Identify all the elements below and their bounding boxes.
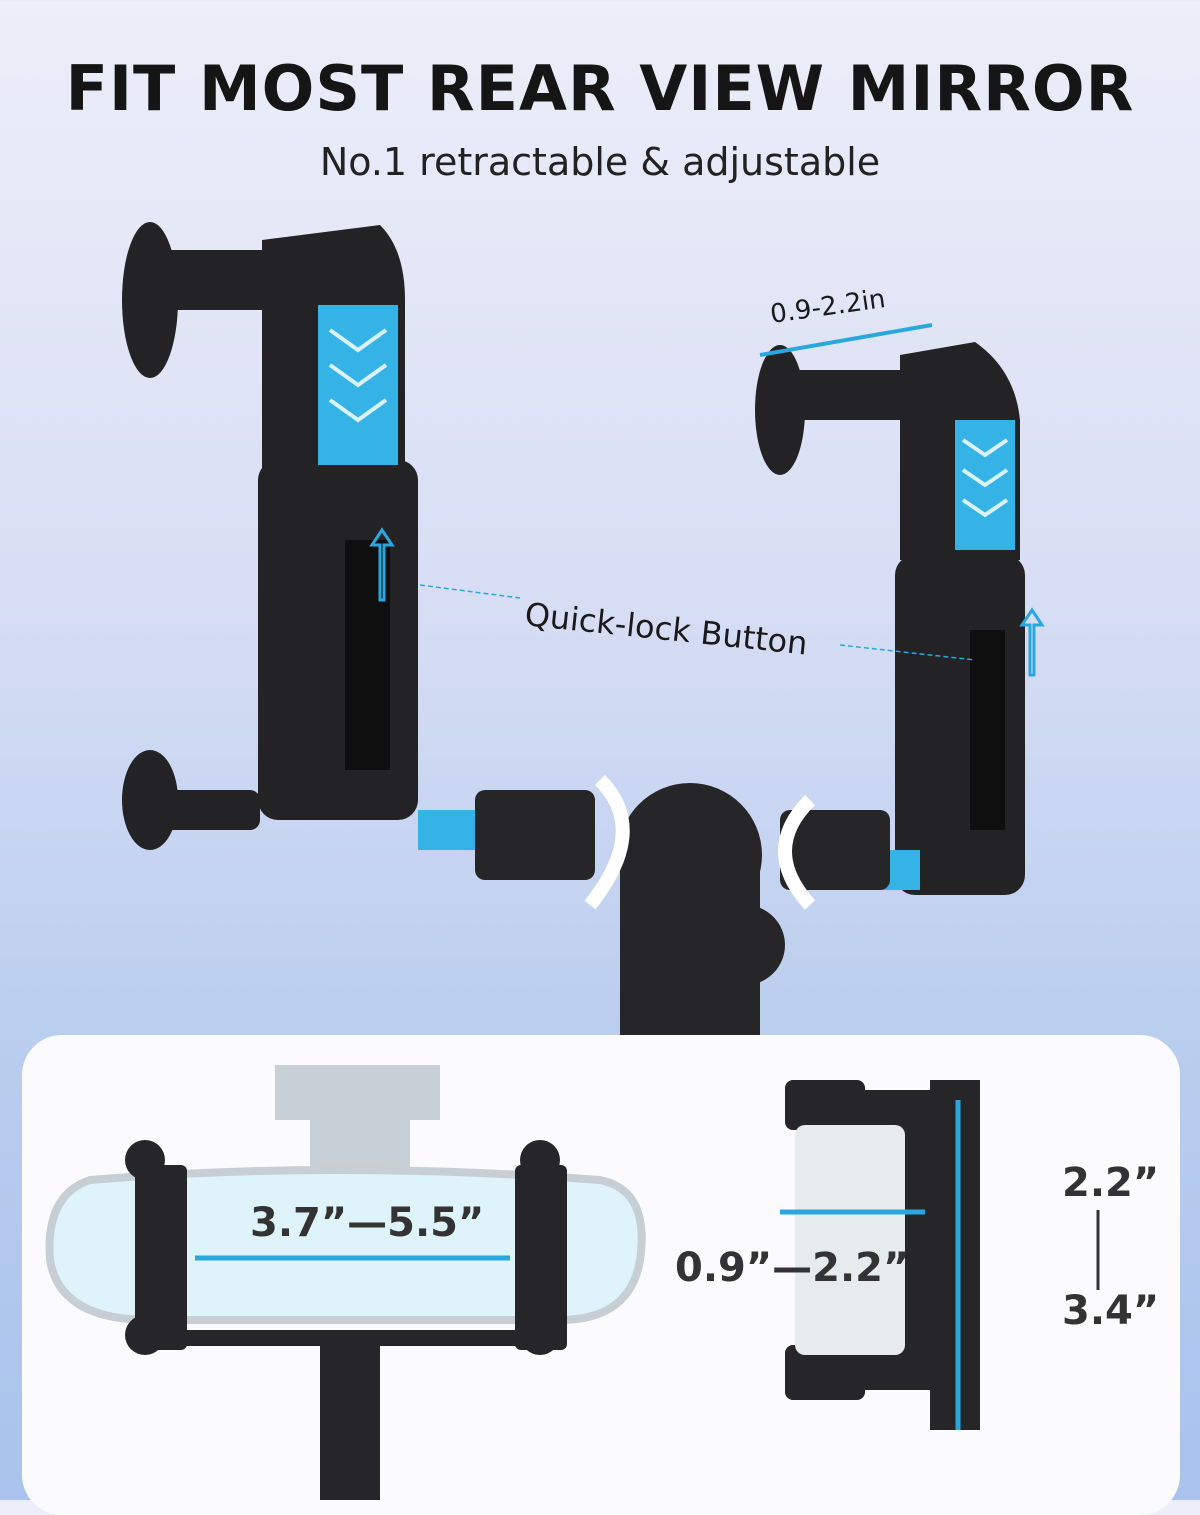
- dimensions-panel: [22, 1035, 1180, 1515]
- height-min-label: 2.2”: [1062, 1160, 1160, 1206]
- depth-label: 0.9”—2.2”: [675, 1245, 910, 1291]
- left-clamp: [122, 222, 418, 850]
- mirror-width-label: 3.7”—5.5”: [250, 1200, 485, 1246]
- product-illustration: [122, 222, 1045, 1040]
- rotate-arrow-icon: [584, 775, 630, 910]
- right-body: [895, 555, 1025, 895]
- center-joint: [475, 783, 890, 1040]
- subheadline: No.1 retractable & adjustable: [319, 140, 881, 184]
- rotate-arrow-icon: [778, 795, 816, 910]
- clamp-range-arrow: [759, 323, 933, 357]
- left-quick-lock-arrow-icon: [369, 527, 395, 602]
- height-max-label: 3.4”: [1062, 1288, 1160, 1334]
- right-quick-lock-arrow-icon: [1019, 607, 1045, 677]
- left-body: [258, 460, 418, 820]
- headline: FIT MOST REAR VIEW MIRROR: [65, 52, 1135, 125]
